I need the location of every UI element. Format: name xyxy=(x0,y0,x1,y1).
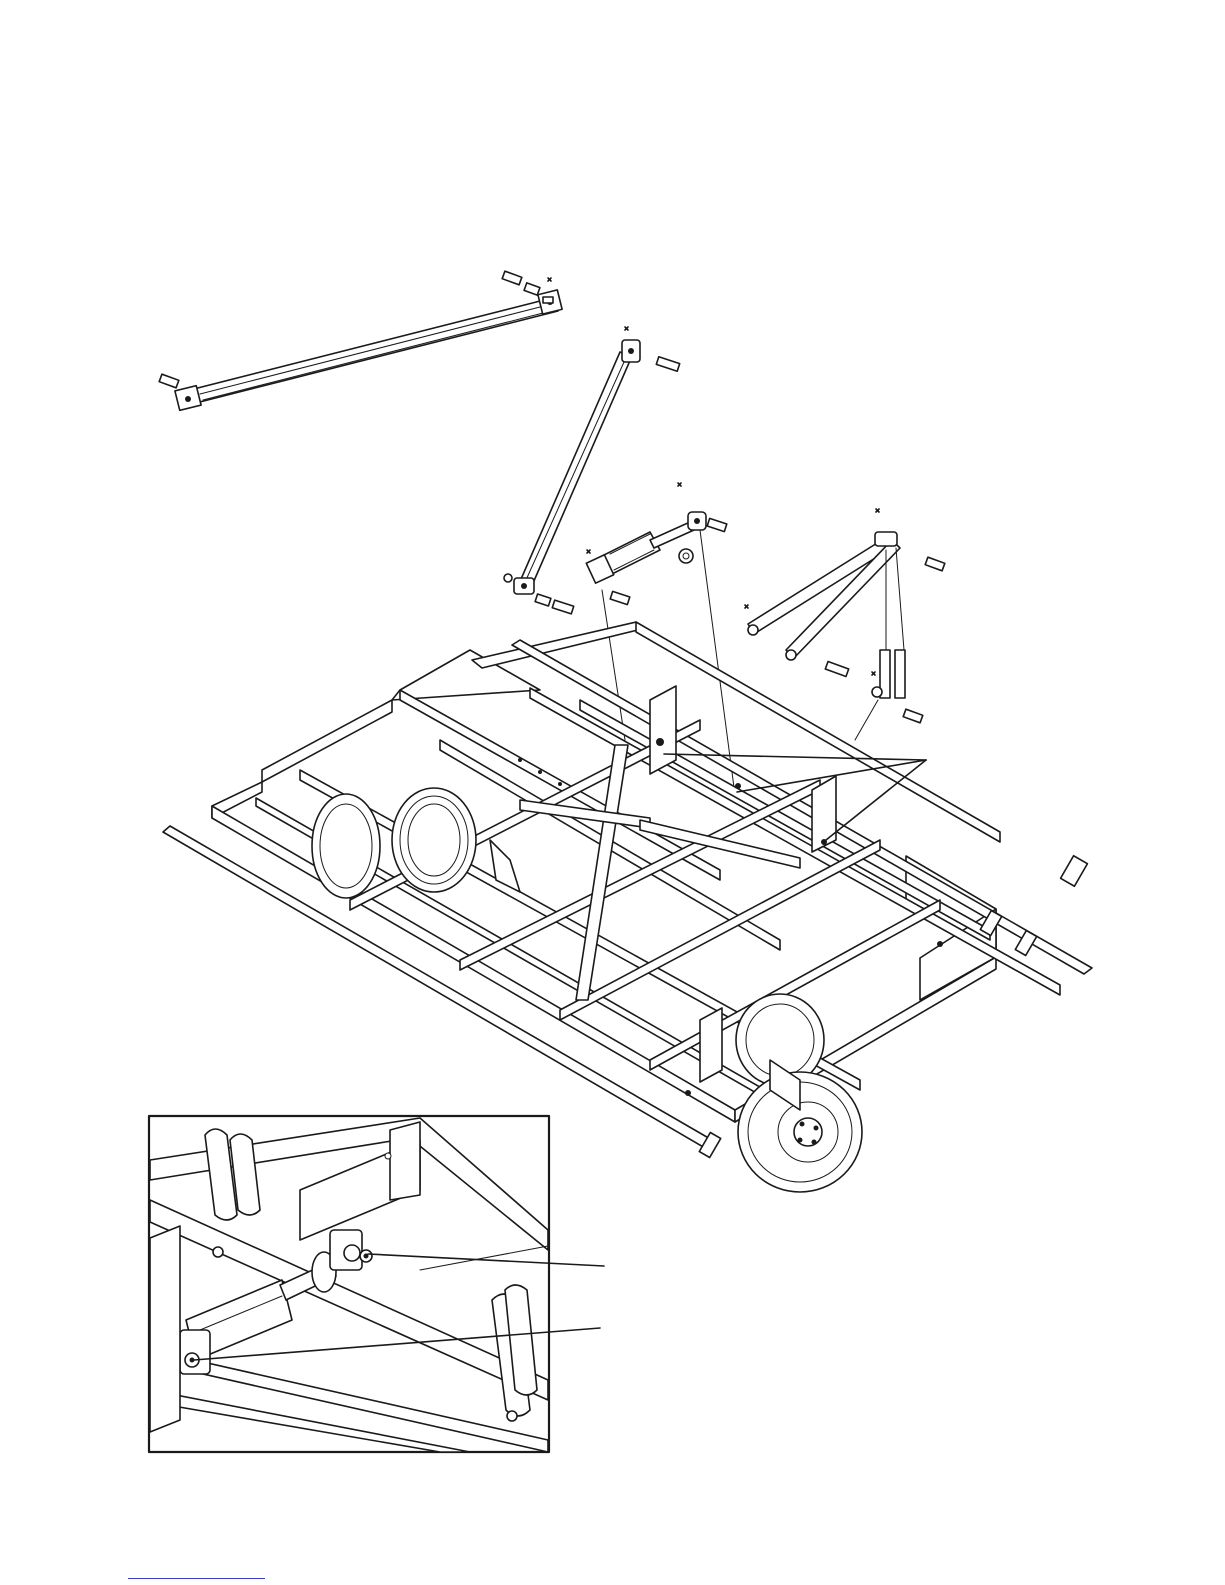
wheel-assembly-right xyxy=(736,994,862,1192)
footer-link-underline xyxy=(128,1578,265,1579)
main-frame xyxy=(163,622,1092,1158)
upper-long-strut xyxy=(175,290,562,410)
upper-strut-pins xyxy=(159,271,553,388)
detail-inset xyxy=(149,1116,604,1452)
